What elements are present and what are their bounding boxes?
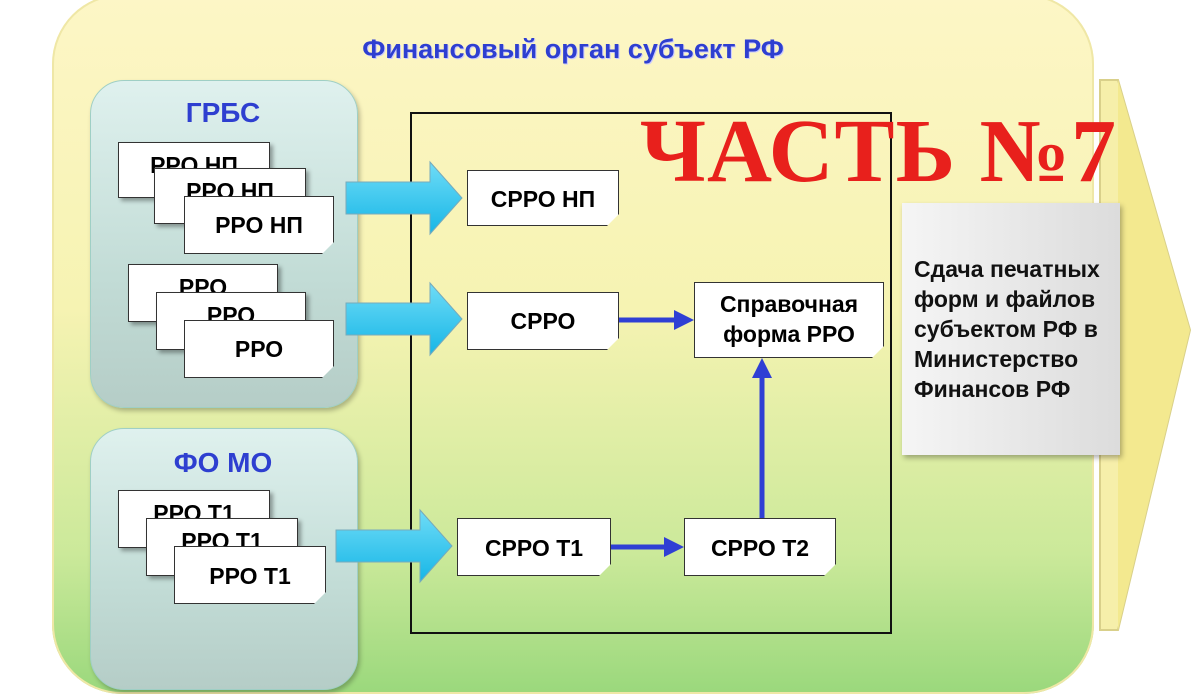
flow-arrows [335, 160, 772, 584]
rro-t1-card: РРО Т1 [174, 546, 326, 604]
fomo-t1-arrow [335, 508, 453, 584]
srro-t1-box: СРРО Т1 [457, 518, 611, 576]
grbs-np-arrow [345, 160, 463, 236]
panel-title: Финансовый орган субъект РФ [362, 34, 784, 64]
grbs-title: ГРБС [185, 97, 261, 128]
srro-box: СРРО [467, 292, 619, 350]
grbs-rro-arrow [345, 281, 463, 357]
srro-t2-box: СРРО Т2 [684, 518, 836, 576]
delivery-note-text: Сдача печатных форм и файлов субъектом Р… [914, 256, 1100, 402]
t1-to-t2-arrow [610, 537, 684, 557]
part-label: ЧАСТЬ №7 [640, 102, 1118, 201]
srro-np-box: СРРО НП [467, 170, 619, 226]
srro-to-reference-arrow [618, 310, 694, 330]
reference-form-box: Справочная форма РРО [694, 282, 884, 358]
center-frame [410, 112, 892, 634]
delivery-note-box [902, 203, 1120, 455]
delivery-arrow [1099, 79, 1192, 631]
rro-card: РРО [184, 320, 334, 378]
t2-to-reference-arrow [752, 358, 772, 520]
rro-np-card: РРО НП [184, 196, 334, 254]
fo-mo-title: ФО МО [173, 447, 273, 478]
